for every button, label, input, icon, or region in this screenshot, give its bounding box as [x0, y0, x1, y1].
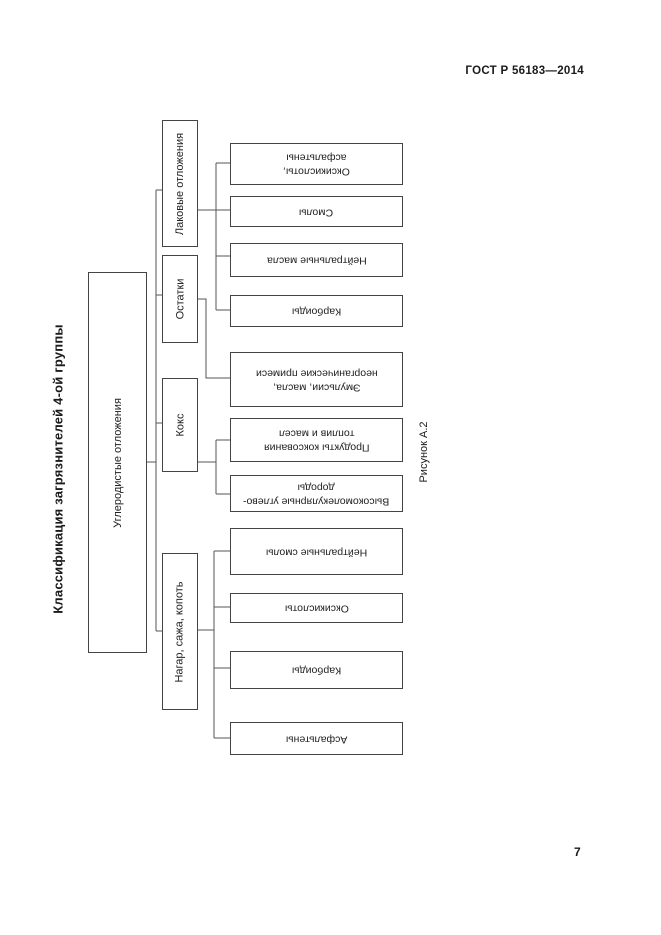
document-header: ГОСТ Р 56183—2014 — [465, 65, 584, 77]
leaf-label: Эмульсии, масла, неорганические примеси — [255, 367, 378, 394]
leaf-box-0-0: Оксикислоты, асфальтены — [230, 143, 403, 185]
branch-box-nagar-sazha-kopot: Нагар, сажа, копоть — [162, 553, 198, 710]
branch-label: Кокс — [174, 413, 186, 437]
figure-title: Классификация загрязнителей 4-ой группы — [50, 324, 66, 614]
leaf-label: Оксикислоты, асфальтены — [283, 152, 350, 178]
leaf-label: Оксикислоты — [284, 602, 349, 615]
leaf-label: Высокомолекулярные углево- дороды — [243, 481, 390, 508]
leaf-box-2-0: Продукты коксования топлив и масел — [230, 418, 403, 462]
branch-box-koks: Кокс — [162, 378, 198, 472]
root-box: Углеродистые отложения — [88, 272, 147, 653]
branch-label: Остатки — [174, 278, 186, 320]
leaf-label: Смолы — [299, 206, 334, 219]
branch-box-lakovye-otlozheniya: Лаковые отложения — [162, 120, 198, 247]
branch-box-ostatki: Остатки — [162, 255, 198, 343]
branch-label: Нагар, сажа, копоть — [174, 580, 187, 683]
leaf-box-2-1: Высокомолекулярные углево- дороды — [230, 475, 403, 512]
leaf-label: Нейтральные смолы — [265, 546, 368, 559]
branch-label: Лаковые отложения — [174, 132, 186, 235]
leaf-box-3-1: Оксикислоты — [230, 593, 403, 623]
leaf-label: Продукты коксования топлив и масел — [263, 428, 370, 454]
leaf-box-1-0: Эмульсии, масла, неорганические примеси — [230, 352, 403, 407]
leaf-box-0-2: Нейтральные масла — [230, 243, 403, 277]
leaf-box-3-3: Асфальтены — [230, 722, 403, 755]
figure-caption: Рисунок А.2 — [418, 421, 430, 483]
leaf-label: Нейтральные масла — [266, 254, 367, 267]
leaf-label: Асфальтены — [285, 733, 348, 746]
leaf-box-3-2: Карбоиды — [230, 651, 403, 689]
leaf-box-0-1: Смолы — [230, 196, 403, 227]
root-label: Углеродистые отложения — [111, 397, 124, 528]
leaf-label: Карбоиды — [291, 664, 342, 677]
leaf-box-0-3: Карбоиды — [230, 295, 403, 327]
page-number: 7 — [574, 845, 581, 859]
leaf-box-3-0: Нейтральные смолы — [230, 528, 403, 575]
leaf-label: Карбоиды — [291, 305, 342, 318]
